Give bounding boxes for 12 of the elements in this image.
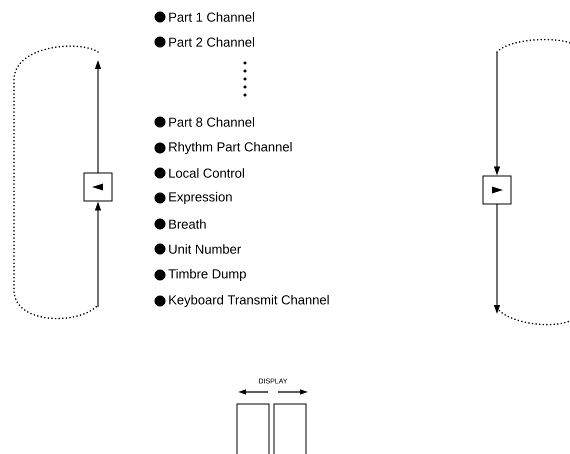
bullet-item: Part 8 Channel [154,116,254,128]
bullet-item: Rhythm Part Channel [154,142,292,154]
bullet-item: Expression [154,192,232,204]
bullet-item: Timbre Dump [154,268,246,282]
button-box [482,176,512,204]
bullet-item: Breath [154,218,206,230]
bullet-item: Unit Number [154,244,241,254]
button-box [84,172,112,202]
bullet-item: Local Control [154,168,244,178]
bullet-item: Part 1 Channel [154,12,254,22]
bullet-item: Keyboard Transmit Channel [154,294,329,308]
bullet-item: Part 2 Channel [154,36,254,48]
